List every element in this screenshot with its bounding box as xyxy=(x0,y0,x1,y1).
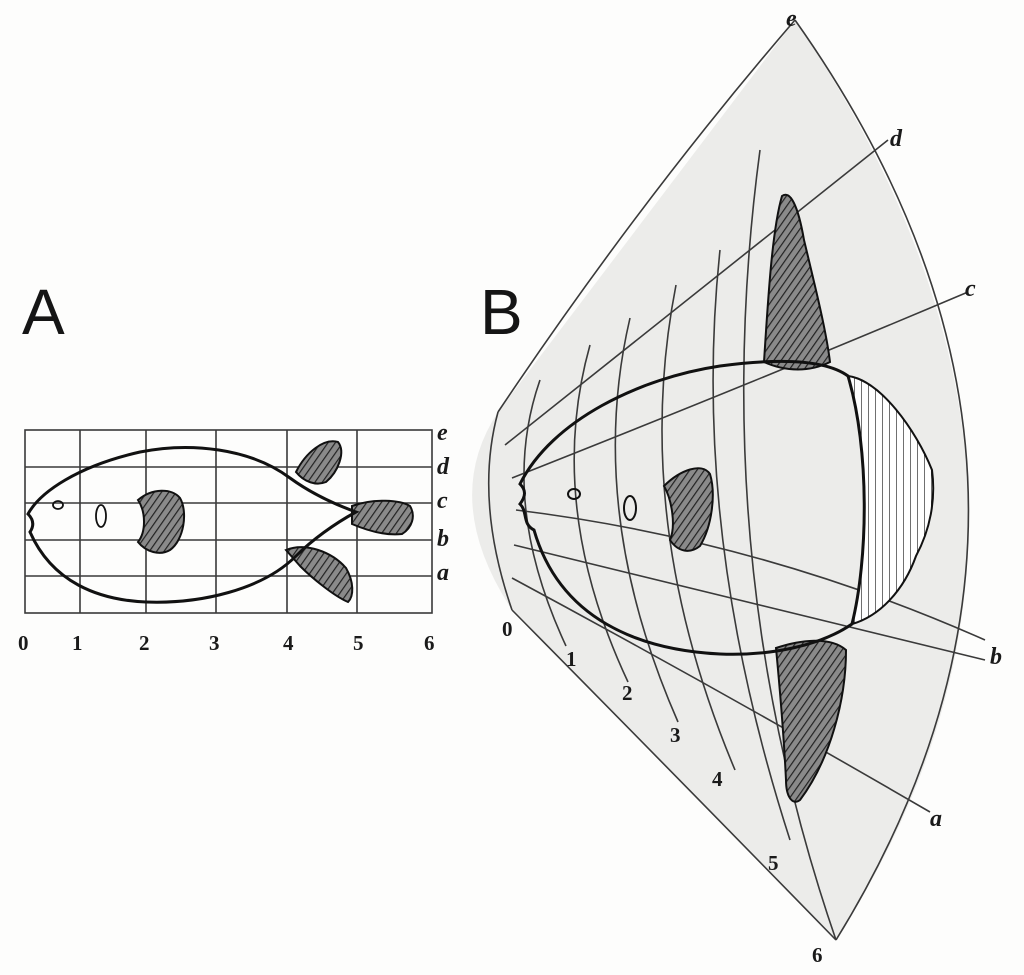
panel-a-row-label: b xyxy=(437,526,449,552)
panel-b-column-label: 0 xyxy=(502,617,513,641)
grid-b-col-5 xyxy=(712,249,791,841)
grid-b-row-d xyxy=(504,139,889,446)
grid-b-col-3 xyxy=(614,317,679,723)
panel-b-column-label: 3 xyxy=(670,723,681,747)
panel-a-column-label: 6 xyxy=(424,631,435,655)
fish-b-pectoral-fin xyxy=(662,467,714,552)
grid-b-row-bc xyxy=(515,509,986,641)
panel-a-column-label: 4 xyxy=(283,631,294,655)
fish-b-dorsal-fin xyxy=(762,193,832,371)
panel-b-column-label: 4 xyxy=(712,767,723,791)
panel-b-row-label: d xyxy=(890,126,903,152)
panel-b-paper xyxy=(472,20,969,940)
fish-b-body-outline xyxy=(518,359,866,656)
grid-b-row-a xyxy=(511,577,931,813)
panel-a-label: A xyxy=(22,276,65,348)
fish-a-anal-fin xyxy=(284,546,354,604)
fish-a-tail-fin xyxy=(351,499,414,536)
panel-a-row-label: c xyxy=(437,488,448,514)
panel-b-column-labels: 0 1 2 3 4 5 6 xyxy=(502,617,823,967)
panel-a-frame xyxy=(24,429,433,614)
panel-b-column-label: 1 xyxy=(566,647,577,671)
panel-a-row-labels: e d c b a xyxy=(437,420,450,586)
panel-b-column-label: 2 xyxy=(622,681,633,705)
grid-b-row-c xyxy=(511,291,969,479)
panel-a-row-label: a xyxy=(437,560,449,586)
panel-b-grid xyxy=(472,19,986,941)
fish-a-pectoral-fin xyxy=(136,489,186,554)
fish-b-gill-opening xyxy=(623,495,637,521)
fish-b xyxy=(518,193,935,803)
panel-a: A e d c b a xyxy=(18,276,450,655)
panel-a-grid xyxy=(24,429,433,614)
fish-a xyxy=(26,440,414,604)
fish-a-eye xyxy=(52,500,64,510)
panel-b-column-label: 6 xyxy=(812,943,823,967)
fish-a-gill-opening xyxy=(95,504,107,528)
panel-a-column-label: 3 xyxy=(209,631,220,655)
fish-b-eye xyxy=(567,488,581,500)
panel-a-row-label: d xyxy=(437,454,450,480)
fish-a-body-outline xyxy=(26,446,360,604)
grid-b-col-6 xyxy=(742,149,837,941)
panel-a-column-labels: 0 1 2 3 4 5 6 xyxy=(18,631,435,655)
panel-b-label: B xyxy=(480,276,523,348)
grid-b-row-bottom xyxy=(511,609,837,941)
panel-b-row-label: c xyxy=(965,276,976,302)
grid-b-col-4 xyxy=(661,284,736,771)
grid-b-outer-edge xyxy=(794,19,970,941)
panel-b-row-label: a xyxy=(930,806,942,832)
panel-a-column-label: 1 xyxy=(72,631,83,655)
fish-a-dorsal-fin xyxy=(294,440,343,485)
panel-b-column-label: 5 xyxy=(768,851,779,875)
panel-b-row-label: e xyxy=(786,6,797,32)
panel-a-column-label: 5 xyxy=(353,631,364,655)
panel-b-row-label: b xyxy=(990,644,1002,670)
panel-a-row-label: e xyxy=(437,420,448,446)
grid-b-col-2 xyxy=(573,344,629,683)
fish-b-anal-fin xyxy=(774,639,848,803)
grid-b-col-0 xyxy=(487,411,513,611)
grid-b-row-e xyxy=(497,19,796,413)
panel-b: B xyxy=(472,6,1002,967)
panel-b-row-labels: e d c b a xyxy=(786,6,1002,832)
grid-b-row-b xyxy=(513,544,986,661)
panel-a-column-label: 2 xyxy=(139,631,150,655)
panel-a-column-label: 0 xyxy=(18,631,29,655)
grid-b-col-1 xyxy=(523,379,567,647)
